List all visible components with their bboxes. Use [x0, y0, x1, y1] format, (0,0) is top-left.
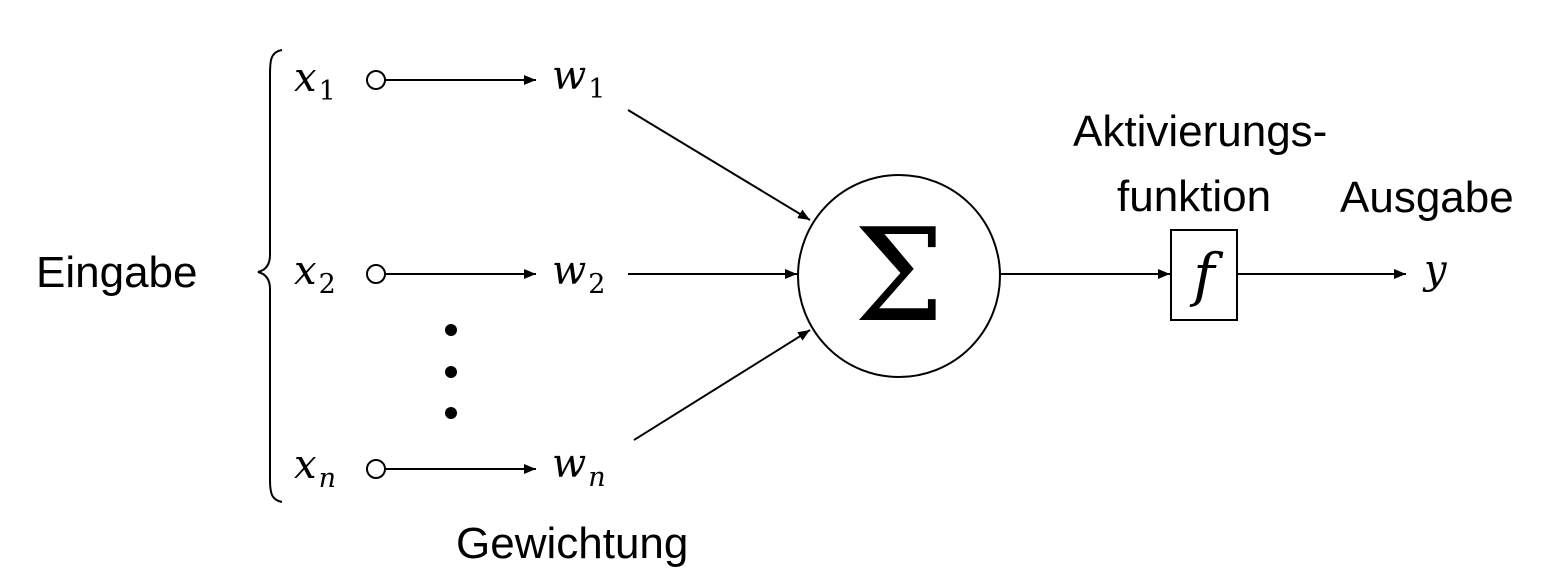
input-label: Eingabe [36, 248, 197, 297]
input-x2: x2 [294, 248, 336, 300]
output-symbol: y [1422, 247, 1448, 293]
output-label: Ausgabe [1340, 173, 1514, 222]
weight-w2: w2 [552, 248, 605, 300]
input-node-1 [366, 70, 386, 90]
input-brace [257, 49, 283, 503]
input-xn: xn [294, 442, 336, 494]
activation-label-line1: Aktivierungs- [1073, 107, 1327, 156]
ellipsis-dot-1 [445, 324, 457, 336]
weight-arrow-1 [627, 109, 811, 221]
activation-label-line2: funktion [1117, 172, 1271, 221]
summation-node [797, 174, 1001, 378]
weight-wn: wn [552, 441, 606, 493]
input-node-n [366, 459, 386, 479]
sigma-symbol: Σ [854, 202, 945, 351]
ellipsis-dot-2 [445, 366, 457, 378]
weight-w1: w1 [552, 53, 605, 105]
weighting-label: Gewichtung [456, 519, 688, 568]
input-node-2 [366, 264, 386, 284]
input-x1: x1 [294, 55, 336, 107]
activation-symbol: f [1189, 241, 1224, 309]
weight-arrow-n [633, 329, 811, 441]
ellipsis-dot-3 [445, 407, 457, 419]
